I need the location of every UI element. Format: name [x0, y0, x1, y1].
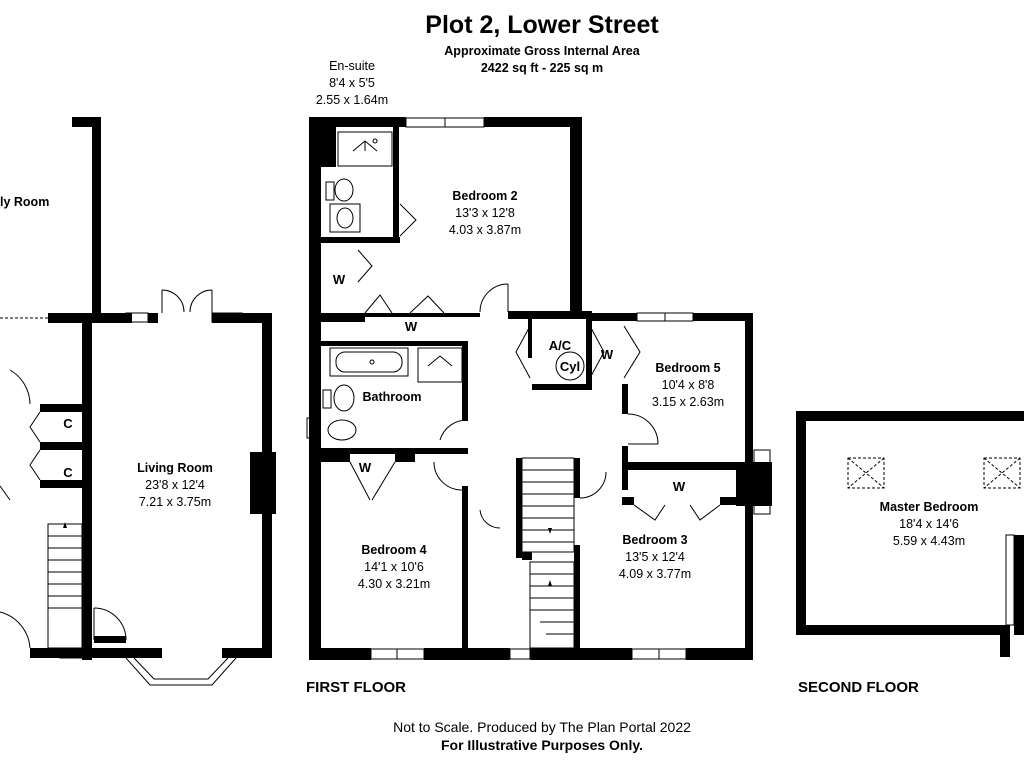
wardrobe-label: W [672, 479, 686, 494]
room-bedroom-5: Bedroom 5 10'4 x 8'8 3.15 x 2.63m [638, 360, 738, 411]
room-name: Bedroom 4 [361, 543, 427, 557]
wardrobe-label: W [404, 319, 418, 334]
room-name: ly Room [0, 195, 50, 209]
room-bathroom: Bathroom [350, 389, 434, 406]
stair-arrows [63, 522, 552, 586]
cupboard-label: C [63, 416, 73, 431]
airing-cupboard-label: A/C [548, 338, 572, 353]
wardrobe-label: W [600, 347, 614, 362]
room-metric: 4.03 x 3.87m [448, 223, 522, 237]
room-imperial: 14'1 x 10'6 [364, 560, 424, 574]
room-imperial: 23'8 x 12'4 [145, 478, 205, 492]
wardrobe-label: W [332, 272, 346, 287]
room-metric: 3.15 x 2.63m [651, 395, 725, 409]
room-imperial: 10'4 x 8'8 [661, 378, 715, 392]
room-imperial: 13'3 x 12'8 [455, 206, 515, 220]
footer-disclaimer: For Illustrative Purposes Only. [440, 737, 643, 753]
floor-label-first: FIRST FLOOR [306, 679, 406, 696]
room-name: Living Room [137, 461, 213, 475]
room-name: Bedroom 5 [655, 361, 721, 375]
room-metric: 4.30 x 3.21m [357, 577, 431, 591]
room-metric: 5.59 x 4.43m [892, 534, 966, 548]
room-bedroom-4: Bedroom 4 14'1 x 10'6 4.30 x 3.21m [342, 542, 446, 593]
area-value: 2422 sq ft - 225 sq m [480, 61, 604, 75]
room-name: Bathroom [362, 390, 422, 404]
room-metric: 4.09 x 3.77m [618, 567, 692, 581]
room-family-room: ly Room [0, 194, 60, 211]
room-imperial: 18'4 x 14'6 [899, 517, 959, 531]
room-bedroom-2: Bedroom 2 13'3 x 12'8 4.03 x 3.87m [430, 188, 540, 239]
cupboard-label: C [63, 465, 73, 480]
cylinder-label: Cyl [559, 359, 581, 374]
fixtures [0, 117, 1021, 686]
footer-credit: Not to Scale. Produced by The Plan Porta… [393, 719, 691, 735]
room-imperial: 13'5 x 12'4 [625, 550, 685, 564]
room-living-room: Living Room 23'8 x 12'4 7.21 x 3.75m [120, 460, 230, 511]
room-name: En-suite [329, 59, 375, 73]
room-metric: 2.55 x 1.64m [315, 93, 389, 107]
room-name: Bedroom 3 [622, 533, 688, 547]
room-master-bedroom: Master Bedroom 18'4 x 14'6 5.59 x 4.43m [862, 499, 996, 550]
room-imperial: 8'4 x 5'5 [329, 76, 375, 90]
room-metric: 7.21 x 3.75m [138, 495, 212, 509]
room-bedroom-3: Bedroom 3 13'5 x 12'4 4.09 x 3.77m [605, 532, 705, 583]
room-name: Master Bedroom [879, 500, 979, 514]
room-en-suite: En-suite 8'4 x 5'5 2.55 x 1.64m [300, 58, 404, 109]
area-label: Approximate Gross Internal Area [444, 44, 640, 58]
wardrobe-label: W [358, 460, 372, 475]
floor-label-second: SECOND FLOOR [798, 679, 919, 696]
plan-title: Plot 2, Lower Street [425, 11, 659, 39]
room-name: Bedroom 2 [452, 189, 518, 203]
